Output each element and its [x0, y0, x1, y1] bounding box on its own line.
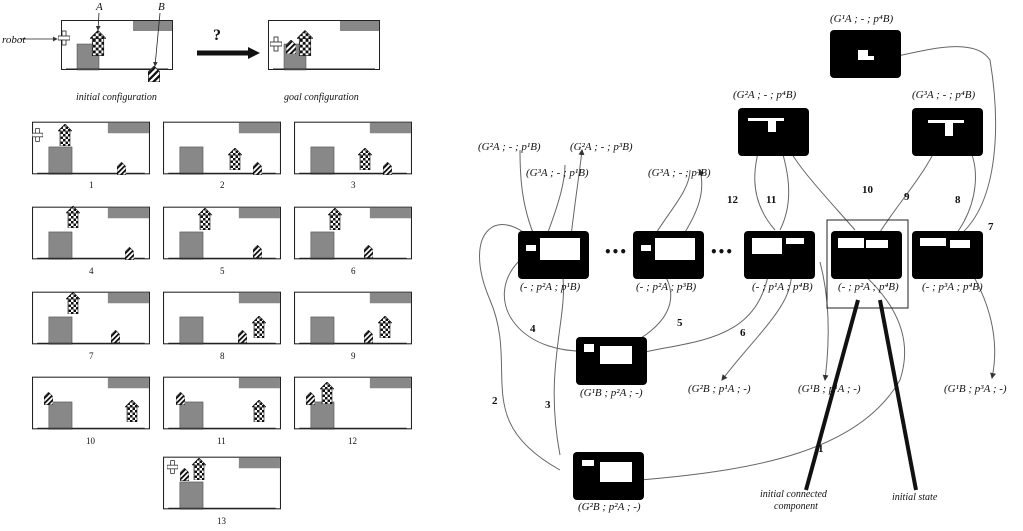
graph-node-labels: (G¹A ; - ; p⁴B) (G²A ; - ; p⁴B) (G³A ; -… [478, 13, 1007, 513]
node-label: (- ; p¹A ; p⁴B) [752, 281, 813, 293]
node-label: (- ; p³A ; p⁴B) [922, 281, 983, 293]
edge-number: 7 [988, 221, 994, 233]
step-number: 7 [89, 351, 94, 361]
edge-number: 6 [740, 327, 746, 339]
edge-number: 9 [904, 191, 910, 203]
graph-node [573, 452, 644, 500]
step-number: 1 [89, 180, 94, 190]
node-label: (G²A ; - ; p⁴B) [733, 89, 796, 101]
step-number: 9 [351, 351, 356, 361]
initial-connected-component-caption: initial connected [760, 489, 828, 500]
step-number: 8 [220, 351, 225, 361]
step-number: 10 [86, 436, 96, 446]
initial-state-caption: initial state [892, 492, 938, 503]
initial-configuration-caption: initial configuration [76, 92, 157, 103]
step-panel [32, 121, 150, 175]
step-number: 11 [217, 436, 226, 446]
edge-number: 4 [530, 323, 536, 335]
node-label: (G²B ; p¹A ; -) [688, 383, 751, 395]
step-number: 5 [220, 266, 225, 276]
edge-number: 2 [492, 395, 498, 407]
edge-number: 12 [727, 194, 739, 206]
step-panel [294, 376, 412, 430]
graph-node [518, 231, 589, 279]
node-label: (- ; p²A ; p³B) [636, 281, 696, 293]
initial-connected-component-box [804, 219, 918, 491]
edge-number: 5 [677, 317, 683, 329]
step-panel [163, 291, 281, 345]
node-label: (- ; p²A ; p⁴B) [838, 281, 899, 293]
step-panel [294, 206, 412, 260]
step-panel [32, 376, 150, 430]
step-number: 2 [220, 180, 225, 190]
initial-connected-component-caption: component [774, 501, 818, 512]
node-label: (G¹B ; p¹A ; -) [798, 383, 861, 395]
step-panel [32, 291, 150, 345]
step-number: 6 [351, 266, 356, 276]
node-label: (G³A ; - ; p⁴B) [912, 89, 975, 101]
edge-number: 1 [818, 443, 824, 455]
graph-node [912, 231, 983, 279]
question-mark: ? [213, 27, 221, 44]
node-label: (G²A ; - ; p¹B) [478, 141, 541, 153]
step-numbers: 1 2 3 4 5 6 7 8 9 10 11 12 13 [86, 180, 357, 526]
node-label: (G³A ; - ; p¹B) [526, 167, 589, 179]
node-label: (G¹B ; p²A ; -) [580, 387, 643, 399]
label-b: B [158, 1, 165, 13]
ellipsis: ••• [710, 245, 733, 259]
graph-node [738, 108, 809, 156]
edge-number: 11 [766, 194, 776, 206]
step-number: 13 [217, 516, 227, 526]
initial-configuration-panel [20, 12, 173, 82]
graph-node [912, 108, 983, 156]
label-a: A [95, 1, 103, 13]
step-panel [163, 206, 281, 260]
edge-number: 8 [955, 194, 961, 206]
graph-node [744, 231, 815, 279]
goal-configuration-panel [268, 19, 380, 71]
node-label: (G¹B ; p³A ; -) [944, 383, 1007, 395]
step-panel [163, 376, 281, 430]
node-label: (G³A ; - ; p³B) [648, 167, 711, 179]
transition-arrow [197, 47, 260, 59]
edge-number: 3 [545, 399, 551, 411]
graph-nodes [518, 30, 983, 500]
ellipsis: ••• [604, 245, 627, 259]
graph-node [633, 231, 704, 279]
robot-label: robot [2, 34, 26, 46]
graph-node [830, 30, 901, 78]
node-label: (G²A ; - ; p³B) [570, 141, 633, 153]
edge-number: 10 [862, 184, 874, 196]
step-panel [294, 291, 412, 345]
step-panel [163, 456, 281, 510]
node-label: (- ; p²A ; p¹B) [520, 281, 580, 293]
graph-node [576, 337, 647, 385]
goal-configuration-caption: goal configuration [284, 92, 359, 103]
step-panel [163, 121, 281, 175]
step-number: 3 [351, 180, 356, 190]
step-number: 4 [89, 266, 94, 276]
node-label: (G¹A ; - ; p⁴B) [830, 13, 893, 25]
edge-numbers: 1 2 3 4 5 6 7 8 9 10 11 12 [492, 184, 994, 455]
step-panel [294, 121, 412, 175]
graph-node [831, 231, 902, 279]
step-number: 12 [348, 436, 357, 446]
step-panel [32, 206, 150, 260]
node-label: (G²B ; p²A ; -) [578, 501, 641, 513]
